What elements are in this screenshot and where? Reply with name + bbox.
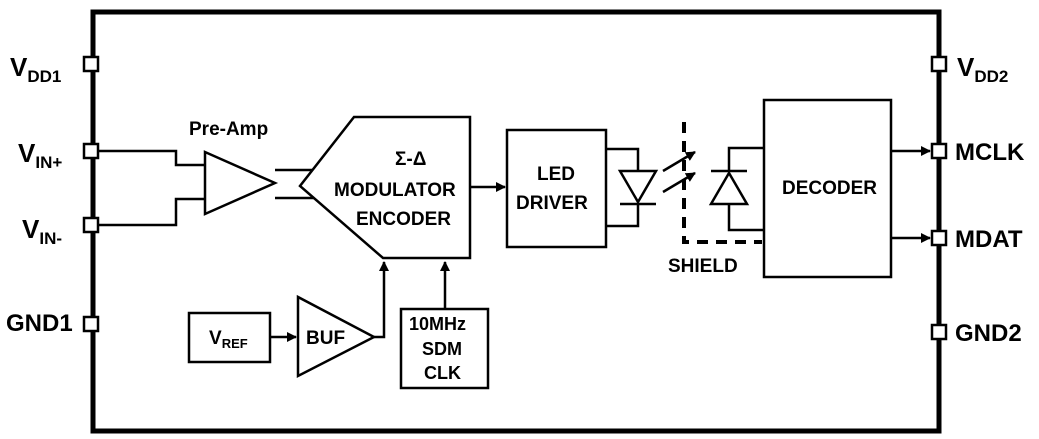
pin-vdd1: VDD1 bbox=[10, 52, 100, 86]
wire-photodiode bbox=[727, 146, 764, 232]
preamp-triangle bbox=[203, 150, 279, 216]
svg-text:VIN+: VIN+ bbox=[18, 138, 62, 172]
preamp-label: Pre-Amp bbox=[189, 119, 268, 140]
pin-mclk-pad bbox=[930, 142, 948, 160]
buf-label: BUF bbox=[306, 328, 345, 349]
decoder-label: DECODER bbox=[782, 178, 877, 199]
wire-vin-plus bbox=[98, 149, 205, 167]
modulator-label-1: Σ-Δ bbox=[395, 149, 426, 170]
modulator-label-3: ENCODER bbox=[356, 209, 451, 230]
vref-label: V bbox=[209, 328, 222, 349]
decoder-block bbox=[762, 98, 893, 279]
clock-label-3: CLK bbox=[424, 363, 461, 383]
shield-label: SHIELD bbox=[668, 256, 738, 277]
svg-text:VIN-: VIN- bbox=[22, 214, 62, 248]
vref-block bbox=[187, 311, 272, 364]
led-diode-triangle bbox=[617, 169, 659, 205]
clock-label-2: SDM bbox=[422, 339, 462, 359]
pin-mdat: MDAT bbox=[930, 226, 1023, 253]
wire-led-loop bbox=[606, 147, 640, 228]
photodiode-triangle bbox=[708, 170, 750, 206]
pin-vdd2: VDD2 bbox=[930, 52, 1008, 86]
modulator-block bbox=[298, 115, 472, 260]
pin-vin-minus-pad bbox=[82, 216, 100, 234]
pin-vin-minus: VIN- bbox=[22, 214, 100, 248]
pin-vin-plus-pad bbox=[82, 142, 100, 160]
optical-arrow-1 bbox=[662, 150, 696, 173]
pin-gnd2: GND2 bbox=[930, 320, 1022, 347]
pin-gnd1: GND1 bbox=[6, 310, 100, 337]
wire-buf-mod bbox=[374, 261, 389, 339]
buf-triangle bbox=[296, 294, 377, 379]
pin-mclk-label: MCLK bbox=[955, 139, 1025, 166]
pin-gnd2-label: GND2 bbox=[955, 320, 1022, 347]
pin-vdd1-pad bbox=[82, 55, 100, 73]
modulator-label-2: MODULATOR bbox=[334, 180, 456, 201]
svg-text:VDD2: VDD2 bbox=[957, 52, 1008, 86]
clock-label-1: 10MHz bbox=[409, 314, 466, 334]
led-driver-label-2: DRIVER bbox=[516, 193, 588, 214]
pin-gnd1-label: GND1 bbox=[6, 310, 73, 337]
optical-arrow-2 bbox=[662, 171, 696, 194]
pin-vdd2-pad bbox=[930, 55, 948, 73]
pin-gnd2-pad bbox=[930, 323, 948, 341]
led-driver-label-1: LED bbox=[537, 164, 575, 185]
pin-vin-plus: VIN+ bbox=[18, 138, 100, 172]
svg-text:VDD1: VDD1 bbox=[10, 52, 61, 86]
pin-mclk: MCLK bbox=[930, 139, 1025, 166]
vref-sub-label: REF bbox=[222, 336, 248, 351]
wire-vin-minus bbox=[98, 197, 205, 227]
pin-mdat-pad bbox=[930, 229, 948, 247]
svg-text:VREF: VREF bbox=[209, 328, 248, 351]
led-driver-block bbox=[505, 128, 608, 249]
pin-mdat-label: MDAT bbox=[955, 226, 1023, 253]
pin-gnd1-pad bbox=[82, 315, 100, 333]
shield-line bbox=[682, 122, 762, 244]
